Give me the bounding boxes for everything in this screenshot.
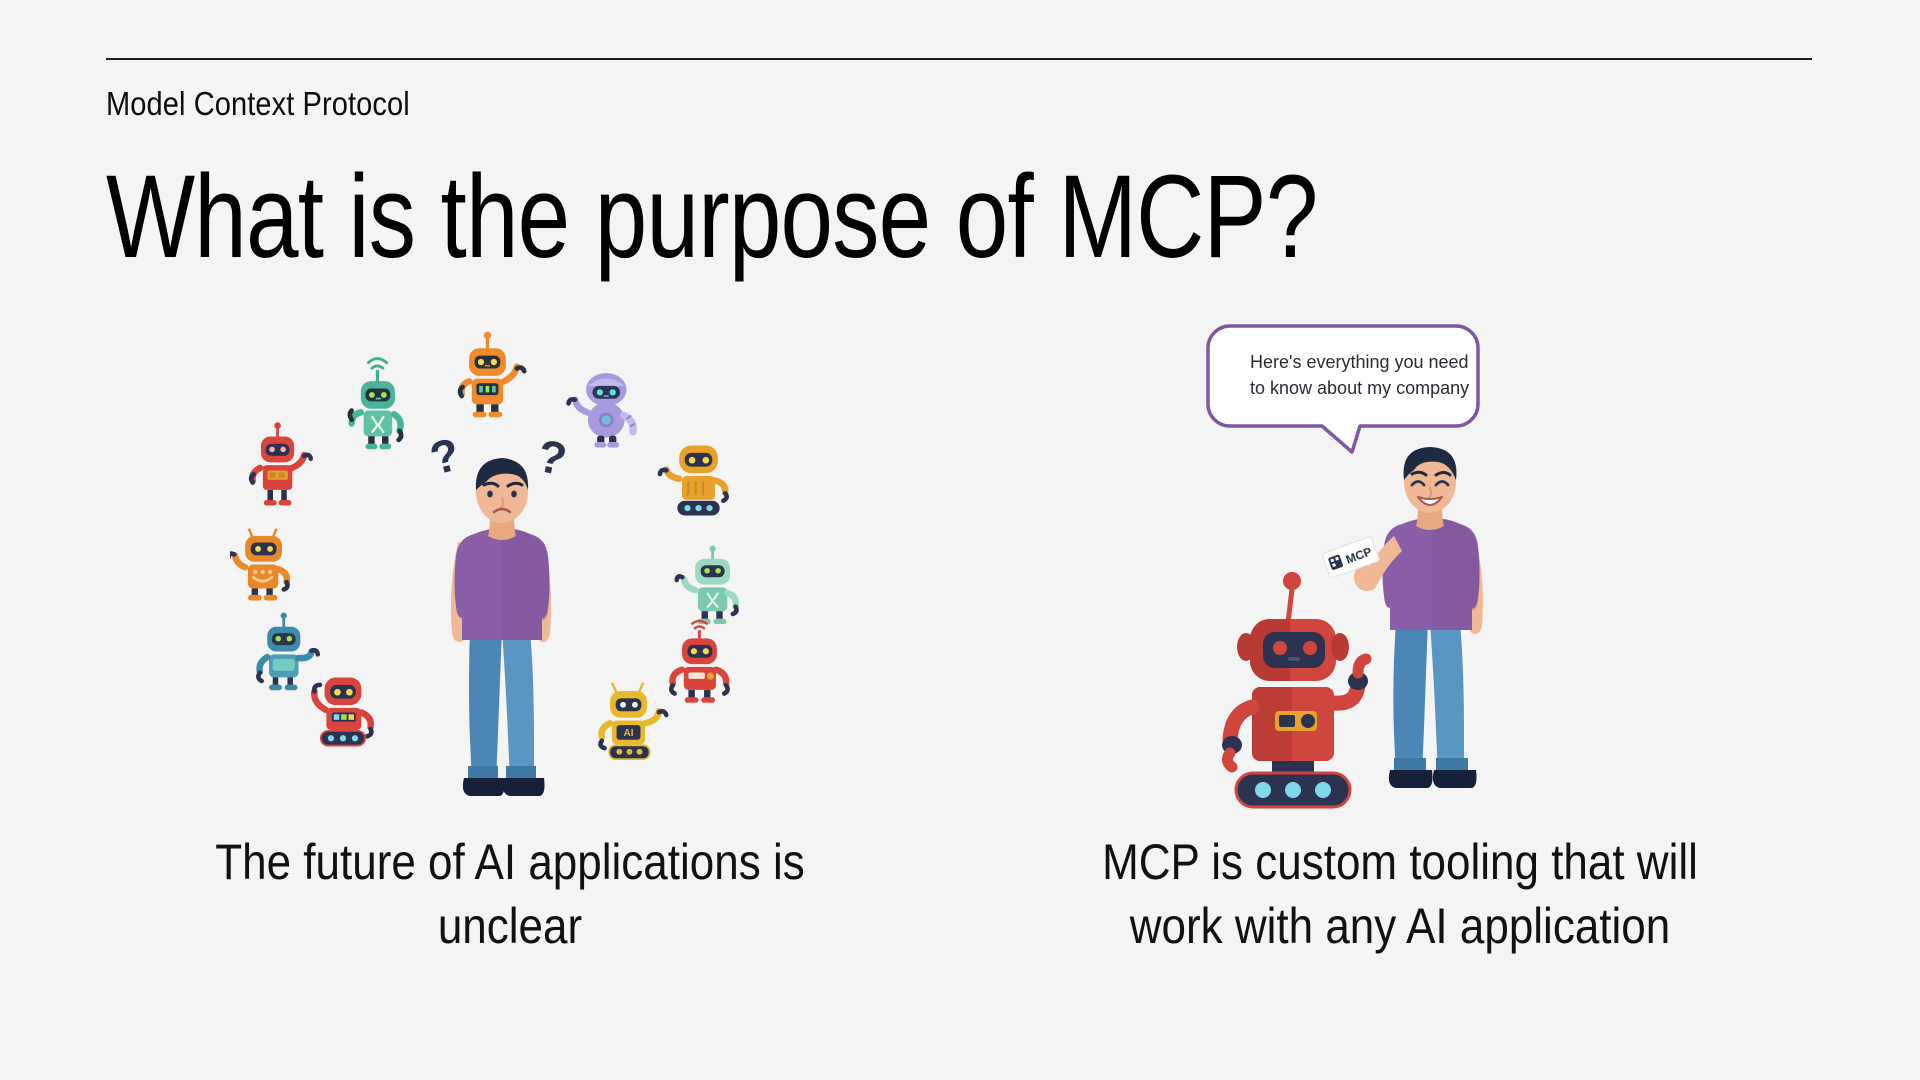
mcp-card: MCP <box>1322 536 1380 579</box>
robot-yellow-tread <box>657 445 729 516</box>
robot-red <box>248 422 314 506</box>
page-title: What is the purpose of MCP? <box>106 151 1318 283</box>
robot-red-tread <box>311 677 375 747</box>
svg-text:AI: AI <box>623 728 633 739</box>
eyebrow-label: Model Context Protocol <box>106 85 410 122</box>
caption-left: The future of AI applications is unclear <box>60 830 960 958</box>
happy-man-robot-svg: Here's everything you need to know about… <box>1206 324 1483 809</box>
caption-left-line2: unclear <box>437 898 583 954</box>
illustration-confused-man: AI ? ? <box>60 320 960 820</box>
question-mark-icon: ? <box>425 427 465 484</box>
caption-left-line1: The future of AI applications is <box>215 834 805 890</box>
speech-bubble: Here's everything you need to know about… <box>1206 324 1480 454</box>
robot-yellow-ai: AI <box>598 682 669 761</box>
robot-red-wifi <box>669 619 730 703</box>
caption-right-line2: work with any AI application <box>1129 898 1671 954</box>
illustration-happy-man-mcp: Here's everything you need to know about… <box>950 320 1850 820</box>
question-mark-icon: ? <box>533 429 571 486</box>
caption-right: MCP is custom tooling that will work wit… <box>950 830 1850 958</box>
speech-bubble-line1: Here's everything you need <box>1250 352 1469 372</box>
header-divider <box>106 58 1812 60</box>
red-tread-robot <box>1221 572 1372 809</box>
robot-purple <box>566 373 637 448</box>
robot-orange <box>457 331 527 418</box>
confused-man-figure <box>450 458 552 796</box>
panel-left: AI ? ? <box>60 320 960 1060</box>
confused-man-robot-ring-svg: AI ? ? <box>230 331 740 796</box>
robot-blue <box>256 612 321 691</box>
panels-container: AI ? ? <box>0 320 1920 1060</box>
panel-right: Here's everything you need to know about… <box>950 320 1850 1060</box>
happy-man-figure: MCP <box>1322 447 1483 788</box>
caption-right-line1: MCP is custom tooling that will <box>1102 834 1698 890</box>
robot-orange-small <box>230 528 291 601</box>
speech-bubble-line2: to know about my company <box>1250 378 1469 398</box>
robot-teal-antenna <box>347 357 404 450</box>
robot-mint <box>674 545 740 625</box>
